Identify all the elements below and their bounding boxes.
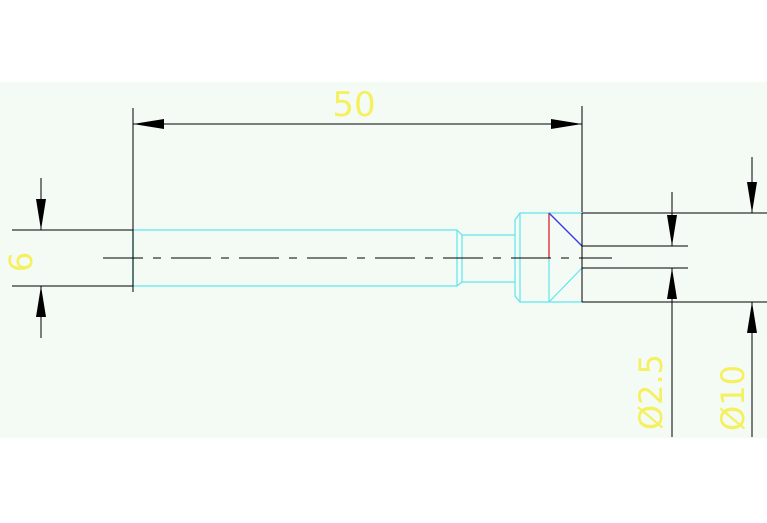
arrowhead-left — [133, 119, 164, 129]
drawing-background — [0, 82, 767, 438]
dimension-label-bore: Ø2.5 — [632, 354, 670, 430]
arrowhead-bore-bottom — [667, 268, 677, 299]
arrowhead-bore-top — [667, 215, 677, 246]
countersink-blue-edge — [548, 212, 583, 247]
countersink-lower-edge — [548, 267, 583, 303]
dimension-label-length: 50 — [332, 85, 375, 125]
arrowhead-right — [551, 119, 582, 129]
arrowhead-shaft-top — [36, 199, 46, 230]
arrowhead-head-top — [747, 182, 757, 213]
head-outline-bottom — [514, 282, 582, 303]
shaft-body — [132, 229, 516, 287]
arrowhead-shaft-bottom — [36, 286, 46, 317]
arrowhead-head-bottom — [747, 302, 757, 333]
dimension-label-shaft: 6 — [2, 252, 40, 272]
dimension-label-head: Ø10 — [714, 365, 752, 431]
head-outline — [514, 212, 582, 235]
dimension-length — [132, 106, 583, 292]
